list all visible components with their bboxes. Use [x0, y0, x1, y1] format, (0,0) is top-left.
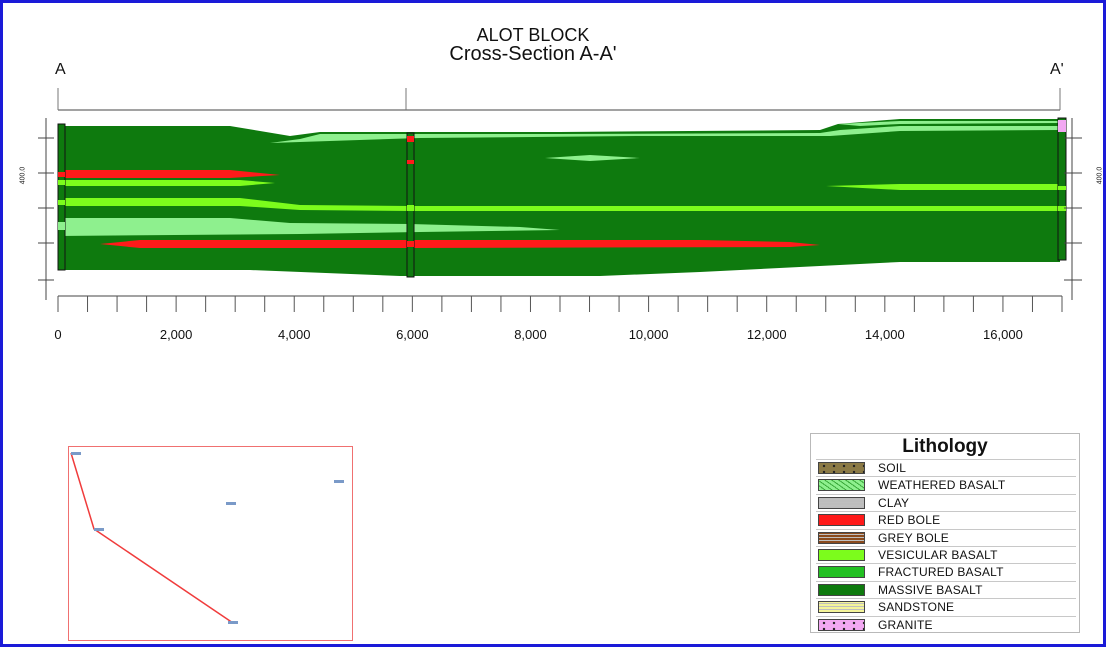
- x-tick-label: 2,000: [159, 327, 193, 342]
- depth-label-right: 400.0: [1096, 166, 1104, 185]
- x-tick-label: 10,000: [628, 327, 669, 342]
- depth-label-left: 400.0: [19, 166, 27, 185]
- legend-item: RED BOLE: [816, 511, 1076, 529]
- layer-weathered-basalt: [545, 155, 640, 161]
- section-end-label: A': [1050, 61, 1064, 78]
- location-map: [68, 446, 353, 641]
- well-marker: [228, 621, 238, 624]
- legend-label: MASSIVE BASALT: [878, 582, 983, 597]
- x-tick-label: 8,000: [514, 327, 547, 342]
- layer-weathered-basalt: [838, 121, 1060, 126]
- layer-weathered-basalt: [58, 218, 560, 236]
- section-top-line: [57, 88, 1061, 111]
- legend-item: FRACTURED BASALT: [816, 563, 1076, 581]
- legend-swatch: [818, 601, 865, 614]
- legend-swatch: [818, 618, 865, 631]
- legend-label: CLAY: [878, 495, 910, 510]
- legend-item: GREY BOLE: [816, 528, 1076, 547]
- layer-vesicular-basalt: [826, 184, 1060, 190]
- legend-label: RED BOLE: [878, 513, 941, 528]
- legend-item: GRANITE: [816, 615, 1076, 634]
- x-tick-label: 12,000: [746, 327, 787, 342]
- well-markers: [71, 452, 344, 624]
- legend-item: SOIL: [816, 459, 1076, 477]
- borehole-log-a-prime: [1057, 117, 1067, 261]
- legend-item: CLAY: [816, 493, 1076, 512]
- depth-axis-left: [38, 118, 54, 300]
- legend-label: SANDSTONE: [878, 600, 955, 615]
- layer-vesicular-basalt: [58, 180, 275, 186]
- depth-axis-right: [1064, 118, 1082, 300]
- legend-swatch: [818, 462, 865, 474]
- legend-swatch: [818, 583, 865, 596]
- block-title: ALOT BLOCK: [476, 25, 590, 45]
- section-title: Cross-Section A-A': [449, 43, 617, 65]
- well-marker: [334, 480, 344, 483]
- x-tick-label: 4,000: [277, 327, 311, 342]
- distance-axis: [57, 295, 1063, 312]
- legend-item: WEATHERED BASALT: [816, 476, 1076, 494]
- layer-weathered-basalt: [270, 126, 1060, 143]
- legend-swatch: [818, 514, 865, 527]
- legend-label: WEATHERED BASALT: [878, 478, 1006, 493]
- x-tick-label: 14,000: [864, 327, 905, 342]
- legend-title: Lithology: [902, 436, 988, 457]
- layer-vesicular-basalt: [58, 198, 1060, 211]
- legend-label: FRACTURED BASALT: [878, 565, 1004, 580]
- map-border: [68, 446, 353, 641]
- legend-swatch: [818, 566, 865, 579]
- x-tick-label: 6,000: [396, 327, 429, 342]
- legend-swatch: [818, 496, 865, 509]
- x-tick-label: 16,000: [983, 327, 1023, 342]
- layer-red-bole: [58, 170, 280, 178]
- legend-item: VESICULAR BASALT: [816, 546, 1076, 564]
- borehole-log-a: [57, 123, 66, 271]
- well-marker: [226, 502, 236, 505]
- borehole-log-mid: [406, 132, 415, 278]
- layer-red-bole: [100, 240, 820, 248]
- legend-label: GREY BOLE: [878, 530, 949, 545]
- well-marker: [94, 528, 104, 531]
- legend-item: MASSIVE BASALT: [816, 580, 1076, 599]
- lithology-legend: Lithology SOIL WEATHERED BASALT CLAY RED BO…: [810, 433, 1080, 633]
- legend-swatch: [818, 479, 865, 492]
- legend-label: VESICULAR BASALT: [878, 548, 998, 562]
- legend-label: SOIL: [878, 461, 907, 475]
- legend-item: SANDSTONE: [816, 598, 1076, 616]
- legend-label: GRANITE: [878, 617, 933, 632]
- section-start-label: A: [55, 61, 66, 78]
- x-tick-label: 0: [54, 327, 62, 342]
- well-marker: [71, 452, 81, 455]
- legend-swatch: [818, 531, 865, 544]
- legend-swatch: [818, 549, 865, 561]
- layer-massive-basalt: [58, 119, 1060, 276]
